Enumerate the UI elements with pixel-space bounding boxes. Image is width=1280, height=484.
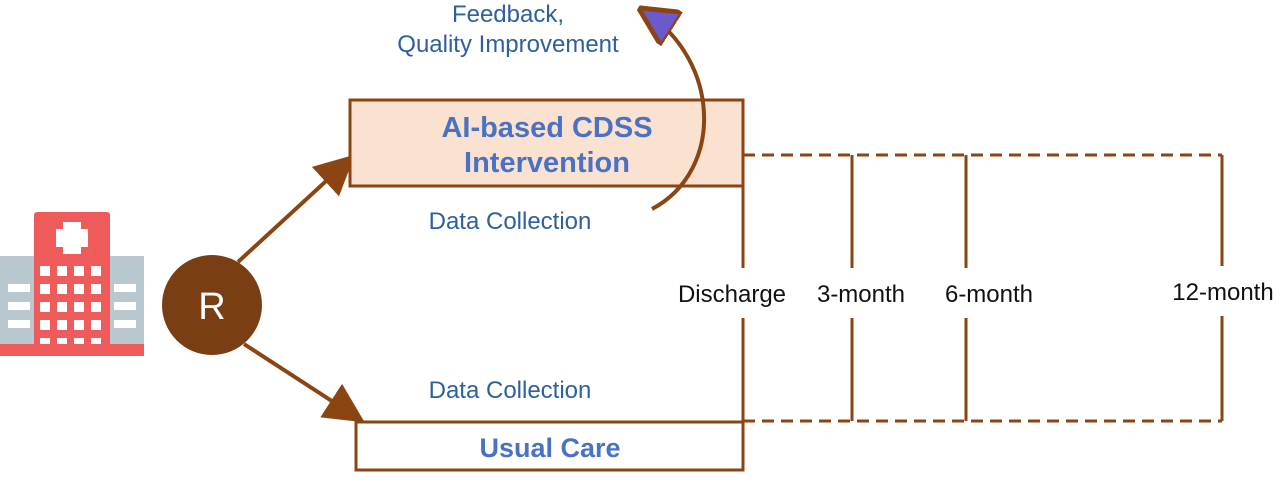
hospital-icon (0, 212, 144, 356)
intervention-title: AI-based CDSS (441, 112, 652, 144)
timepoint-label-12-month: 12-month (1172, 279, 1273, 306)
randomization-node: R (162, 255, 262, 355)
intervention-subtitle: Intervention (464, 147, 630, 179)
timepoint-label-discharge: Discharge (678, 281, 786, 308)
feedback-label-line1: Feedback, (452, 1, 564, 28)
arrow-to-usual-care (242, 342, 365, 423)
timepoint-label-6-month: 6-month (945, 281, 1033, 308)
data-collection-top: Data Collection (429, 208, 592, 235)
data-collection-bottom: Data Collection (429, 377, 592, 404)
timepoint-label-3-month: 3-month (817, 281, 905, 308)
usual-care-box (354, 420, 745, 472)
usual-care-title: Usual Care (479, 433, 620, 463)
arrow-to-intervention (236, 154, 355, 264)
randomization-label: R (198, 286, 225, 328)
feedback-label-line2: Quality Improvement (397, 31, 619, 58)
curved-arrow-icon (645, 12, 707, 211)
intervention-box (348, 98, 745, 188)
